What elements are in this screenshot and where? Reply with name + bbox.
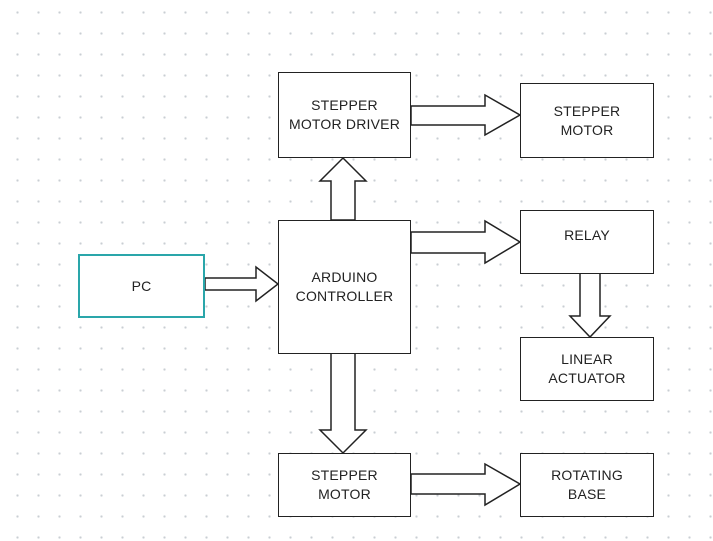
relay-block[interactable]: RELAY: [520, 210, 654, 274]
stepper-motor-bottom-block[interactable]: STEPPER MOTOR: [278, 453, 411, 517]
stepper-motor-top-block[interactable]: STEPPER MOTOR: [520, 83, 654, 158]
block-label-line1: RELAY: [564, 227, 610, 243]
arrow-arduino-to-relay: [410, 219, 522, 265]
arrow-driver-to-motor: [410, 93, 522, 137]
stepper-motor-driver-block[interactable]: STEPPER MOTOR DRIVER: [278, 72, 411, 158]
linear-actuator-block[interactable]: LINEAR ACTUATOR: [520, 337, 654, 401]
block-label-line2: MOTOR DRIVER: [288, 116, 401, 132]
rotating-base-block[interactable]: ROTATING BASE: [520, 453, 654, 517]
block-label-line1: STEPPER: [311, 97, 378, 113]
block-label-line1: LINEAR: [561, 351, 613, 367]
arrow-motor-to-rotating-base: [410, 462, 522, 507]
block-label-line2: CONTROLLER: [295, 288, 394, 304]
pc-block[interactable]: PC: [78, 254, 205, 318]
arrow-pc-to-arduino: [204, 265, 280, 303]
block-label-line2: MOTOR: [560, 121, 614, 138]
block-label-line1: STEPPER: [553, 102, 621, 119]
block-label-line2: MOTOR: [318, 486, 371, 502]
block-label-line2: ACTUATOR: [548, 370, 626, 386]
block-label-line2: BASE: [567, 486, 607, 502]
arrow-relay-to-actuator: [568, 272, 612, 339]
block-label-line1: PC: [131, 277, 152, 294]
arrow-arduino-to-bottom-motor: [318, 352, 368, 455]
block-label-line1: STEPPER: [311, 467, 378, 483]
arrow-arduino-to-driver: [318, 156, 368, 221]
block-label-line1: ROTATING: [551, 467, 623, 483]
arduino-controller-block[interactable]: ARDUINO CONTROLLER: [278, 220, 411, 354]
block-label-line1: ARDUINO: [311, 269, 378, 285]
